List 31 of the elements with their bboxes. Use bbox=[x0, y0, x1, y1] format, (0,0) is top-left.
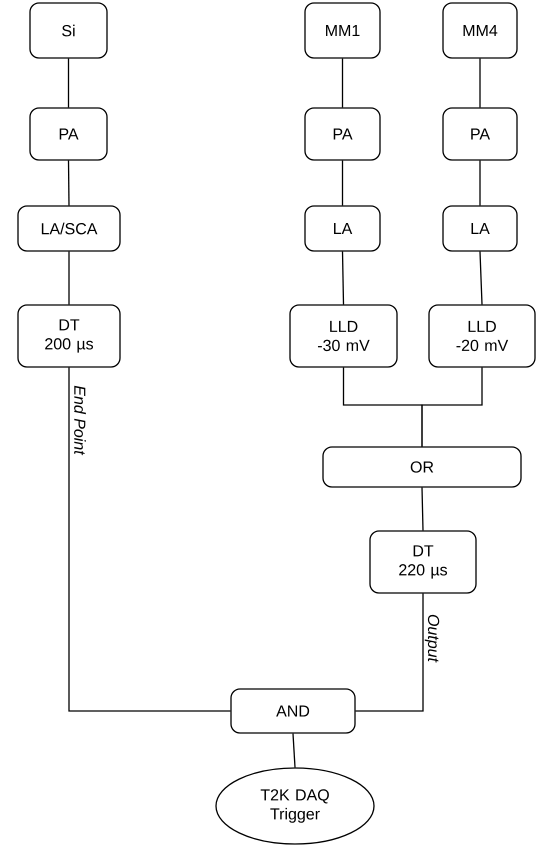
connector-line bbox=[342, 252, 344, 304]
process-box: LLD -30 mV bbox=[289, 304, 398, 368]
connector-line bbox=[292, 734, 296, 768]
process-box: MM4 bbox=[442, 2, 518, 59]
process-box: DT 200 µs bbox=[17, 304, 121, 368]
connector-line bbox=[342, 58, 344, 108]
process-box: DT 220 µs bbox=[369, 530, 477, 594]
process-box: OR bbox=[322, 446, 522, 488]
process-box: AND bbox=[230, 688, 356, 734]
edge-label: End Point bbox=[74, 386, 86, 456]
edge-label: Output bbox=[424, 614, 440, 663]
connector-line bbox=[342, 160, 344, 206]
process-box: MM1 bbox=[304, 2, 381, 59]
process-box: PA bbox=[29, 107, 108, 161]
connector-line bbox=[68, 160, 70, 206]
process-box: LLD -20 mV bbox=[428, 304, 536, 368]
connector-line bbox=[356, 594, 424, 712]
process-box: Si bbox=[29, 2, 108, 59]
connector-line bbox=[68, 252, 70, 304]
process-box: LA bbox=[304, 205, 381, 252]
connector-line bbox=[479, 252, 483, 304]
connector-line bbox=[68, 368, 230, 712]
connector-line bbox=[421, 368, 483, 446]
process-box: LA/SCA bbox=[17, 205, 121, 252]
process-box: LA bbox=[442, 205, 518, 252]
connector-line bbox=[479, 160, 481, 206]
process-box: PA bbox=[442, 107, 518, 161]
connector-line bbox=[421, 488, 424, 530]
connector-line bbox=[479, 58, 481, 108]
process-box: PA bbox=[304, 107, 381, 161]
connector-line bbox=[68, 58, 70, 108]
